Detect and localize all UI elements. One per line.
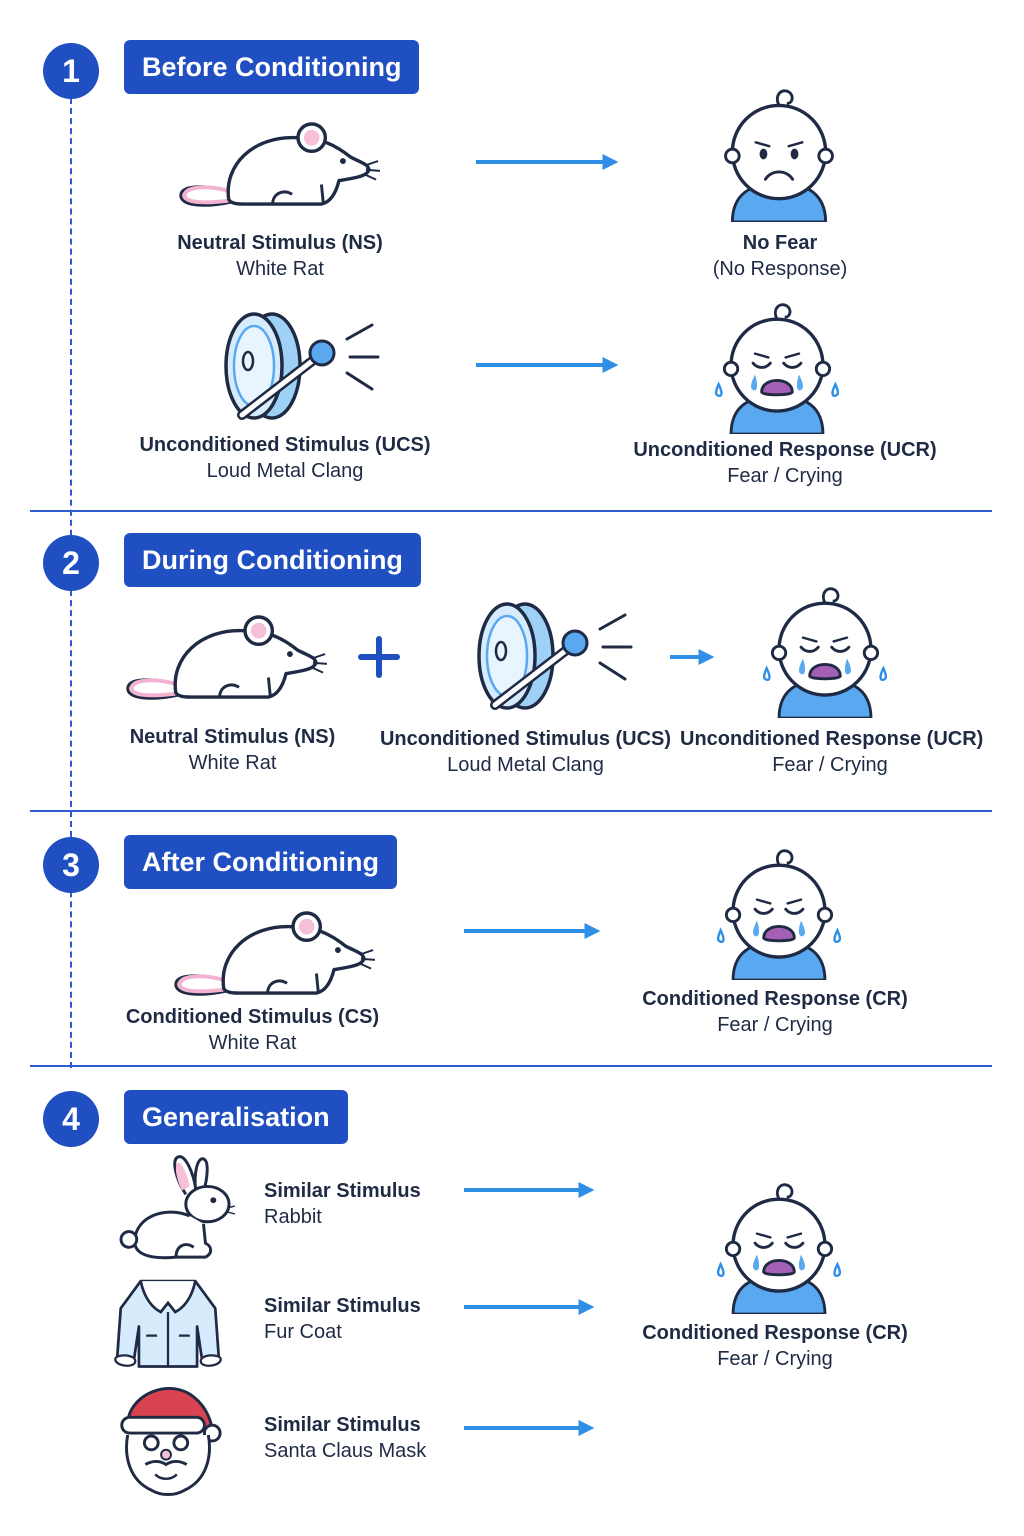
ucs-label: Unconditioned Stimulus (UCS) Loud Metal … <box>130 432 440 484</box>
plus-icon <box>358 636 400 678</box>
similar-stimulus-label: Similar Stimulus Fur Coat <box>264 1293 454 1345</box>
cs-label: Conditioned Stimulus (CS) White Rat <box>120 1004 385 1056</box>
stage-number-badge: 1 <box>43 43 99 99</box>
similar-stimulus-title: Similar Stimulus <box>264 1295 421 1317</box>
crying-baby-icon <box>760 584 890 718</box>
arrow-icon <box>476 154 619 170</box>
ucs-title: Unconditioned Stimulus (UCS) <box>139 434 431 456</box>
arrow-icon <box>464 1182 595 1198</box>
arrow-icon <box>464 923 601 939</box>
stage-title: Generalisation <box>124 1090 348 1144</box>
rat-icon <box>175 115 380 215</box>
ucr-title: Unconditioned Response (UCR) <box>633 439 937 461</box>
stage-number-badge: 2 <box>43 535 99 591</box>
ucr-label: Unconditioned Response (UCR) Fear / Cryi… <box>680 726 984 778</box>
gong-icon <box>465 600 635 712</box>
ns-title: Neutral Stimulus (NS) <box>177 232 383 254</box>
santa-mask-icon <box>112 1378 224 1496</box>
ucs-label: Unconditioned Stimulus (UCS) Loud Metal … <box>378 726 673 778</box>
arrow-icon <box>476 357 619 373</box>
ucr-subtitle: Fear / Crying <box>772 754 888 776</box>
ucr-title: Unconditioned Response (UCR) <box>680 728 984 750</box>
similar-stimulus-label: Similar Stimulus Rabbit <box>264 1178 454 1230</box>
cr-subtitle: Fear / Crying <box>717 1348 833 1370</box>
gong-icon <box>212 310 382 422</box>
no-fear-subtitle: (No Response) <box>712 258 848 280</box>
section-divider <box>30 1065 992 1067</box>
ucr-label: Unconditioned Response (UCR) Fear / Cryi… <box>630 437 940 489</box>
cr-label: Conditioned Response (CR) Fear / Crying <box>635 1320 915 1372</box>
ns-label: Neutral Stimulus (NS) White Rat <box>150 230 410 282</box>
cr-title: Conditioned Response (CR) <box>642 988 908 1010</box>
crying-baby-icon <box>712 300 842 434</box>
stage-number-badge: 4 <box>43 1091 99 1147</box>
cr-subtitle: Fear / Crying <box>717 1014 833 1036</box>
ucs-subtitle: Loud Metal Clang <box>206 460 364 482</box>
cr-title: Conditioned Response (CR) <box>642 1322 908 1344</box>
ucs-title: Unconditioned Stimulus (UCS) <box>379 728 672 750</box>
stage-number-badge: 3 <box>43 837 99 893</box>
crying-baby-icon <box>714 846 844 980</box>
stage-title: After Conditioning <box>124 835 397 889</box>
rat-icon <box>170 904 375 1004</box>
ns-subtitle: White Rat <box>188 752 277 774</box>
section-divider <box>30 810 992 812</box>
rabbit-icon <box>116 1155 236 1263</box>
ucs-subtitle: Loud Metal Clang <box>447 754 604 776</box>
crying-baby-icon <box>714 1180 844 1314</box>
cs-subtitle: White Rat <box>208 1032 297 1054</box>
stage-title: Before Conditioning <box>124 40 420 94</box>
ns-subtitle: White Rat <box>236 258 324 280</box>
rat-icon <box>122 608 327 708</box>
section-divider <box>30 510 992 512</box>
arrow-icon <box>464 1420 595 1436</box>
ns-label: Neutral Stimulus (NS) White Rat <box>105 724 360 776</box>
cr-label: Conditioned Response (CR) Fear / Crying <box>635 986 915 1038</box>
cs-title: Conditioned Stimulus (CS) <box>125 1006 380 1028</box>
similar-stimulus-subtitle: Santa Claus Mask <box>264 1440 427 1462</box>
no-fear-label: No Fear (No Response) <box>680 230 880 282</box>
similar-stimulus-title: Similar Stimulus <box>264 1180 421 1202</box>
no-fear-title: No Fear <box>742 232 818 254</box>
similar-stimulus-title: Similar Stimulus <box>264 1414 421 1436</box>
fur-coat-icon <box>106 1272 230 1372</box>
ns-title: Neutral Stimulus (NS) <box>129 726 336 748</box>
similar-stimulus-subtitle: Rabbit <box>264 1206 322 1228</box>
arrow-icon <box>670 649 715 665</box>
similar-stimulus-subtitle: Fur Coat <box>264 1321 342 1343</box>
similar-stimulus-label: Similar Stimulus Santa Claus Mask <box>264 1412 464 1464</box>
ucr-subtitle: Fear / Crying <box>727 465 843 487</box>
arrow-icon <box>464 1299 595 1315</box>
stage-title: During Conditioning <box>124 533 421 587</box>
sad-baby-icon <box>720 86 838 222</box>
